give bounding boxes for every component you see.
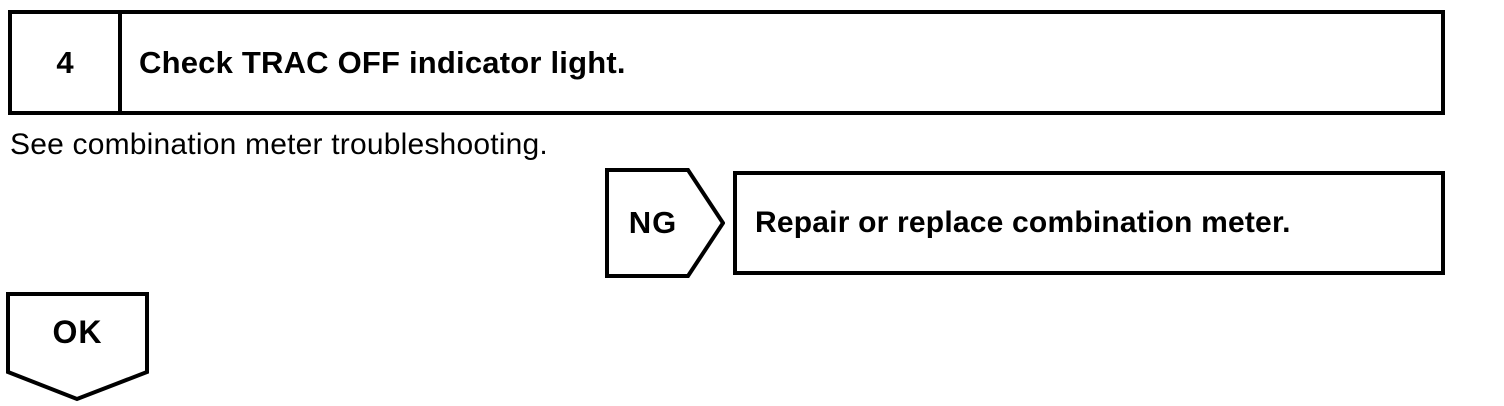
ng-action-box: Repair or replace combination meter. — [733, 171, 1445, 275]
ok-connector: OK — [6, 292, 149, 402]
ng-connector: NG — [605, 168, 725, 278]
ok-down-arrow-pentagon-icon — [6, 292, 149, 402]
ng-action-text: Repair or replace combination meter. — [755, 206, 1291, 239]
ng-right-arrow-pentagon-icon — [605, 168, 725, 278]
ok-label: OK — [52, 313, 103, 350]
step-title: Check TRAC OFF indicator light. — [139, 44, 626, 80]
step-note: See combination meter troubleshooting. — [10, 128, 548, 161]
step-header-box: 4 Check TRAC OFF indicator light. — [8, 10, 1445, 115]
step-number: 4 — [12, 14, 122, 111]
ng-label: NG — [628, 205, 678, 240]
